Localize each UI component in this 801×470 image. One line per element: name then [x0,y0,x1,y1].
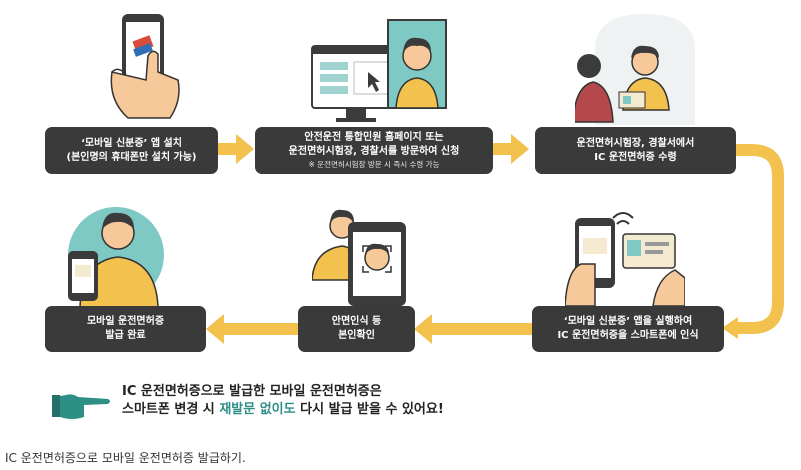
face-recognition-icon [312,209,406,306]
step-3-line2: IC 운전면허증 수령 [594,151,677,163]
step-3-box: 운전면허시험장, 경찰서에서 IC 운전면허증 수령 [535,127,736,174]
phone-scan-card-icon [565,212,685,307]
person-with-phone-icon [68,207,164,308]
pointing-hand-icon [52,394,110,419]
infographic: ‘모바일 신분증’ 앱 설치 (본인명의 휴대폰만 설치 가능) 안전운전 통합… [45,14,784,419]
step-2-note: ※ 운전면허시험장 방문 시 즉시 수령 가능 [308,160,440,169]
step-5-line1: 안면인식 등 [331,316,382,327]
step-1-box: ‘모바일 신분증’ 앱 설치 (본인명의 휴대폰만 설치 가능) [45,127,218,174]
arrow-5-to-6 [206,314,299,344]
step-2-line1: 안전운전 통합민원 홈페이지 또는 [304,132,444,143]
arrow-3-to-4-curve [722,144,784,339]
notice-line1: IC 운전면허증으로 발급한 모바일 운전면허증은 [122,384,382,399]
step-5-box: 안면인식 등 본인확인 [298,306,415,352]
arrow-1-to-2 [218,134,254,164]
step-6-line1: 모바일 운전면허증 [86,316,165,327]
image-caption: IC 운전면허증으로 모바일 운전면허증 발급하기. [5,451,246,465]
computer-monitor-icon [311,19,447,122]
step-4-line1: ‘모바일 신분증’ 앱을 실행하여 [563,316,693,327]
step-6-box: 모바일 운전면허증 발급 완료 [45,306,206,352]
step-1-line2: (본인명의 휴대폰만 설치 가능) [66,151,197,163]
arrow-2-to-3 [493,134,529,164]
notice-highlight: 재발문 없이도 [219,402,296,417]
step-1-line1: ‘모바일 신분증’ 앱 설치 [81,137,182,149]
step-4-line2: IC 운전면허증을 스마트폰에 인식 [557,330,699,341]
notice-line2-b: 다시 발급 받을 수 있어요! [295,402,444,417]
notice-line2: 스마트폰 변경 시 재발문 없이도 다시 발급 받을 수 있어요! [122,401,444,419]
step-2-line2: 운전면허시험장, 경찰서를 방문하여 신청 [288,146,460,157]
arrow-4-to-5 [414,314,532,344]
hand-phone-icon [110,14,180,119]
step-6-line2: 발급 완료 [105,330,146,341]
step-2-box: 안전운전 통합민원 홈페이지 또는 운전면허시험장, 경찰서를 방문하여 신청 … [255,127,493,174]
flow-connectors [206,134,784,344]
notice-line2-a: 스마트폰 변경 시 [122,402,220,417]
step-3-line1: 운전면허시험장, 경찰서에서 [576,137,695,149]
step-4-box: ‘모바일 신분증’ 앱을 실행하여 IC 운전면허증을 스마트폰에 인식 [532,306,724,352]
officer-desk-icon [575,14,695,125]
step-5-line2: 본인확인 [338,330,375,341]
notice-text: IC 운전면허증으로 발급한 모바일 운전면허증은 스마트폰 변경 시 재발문 … [122,383,444,419]
